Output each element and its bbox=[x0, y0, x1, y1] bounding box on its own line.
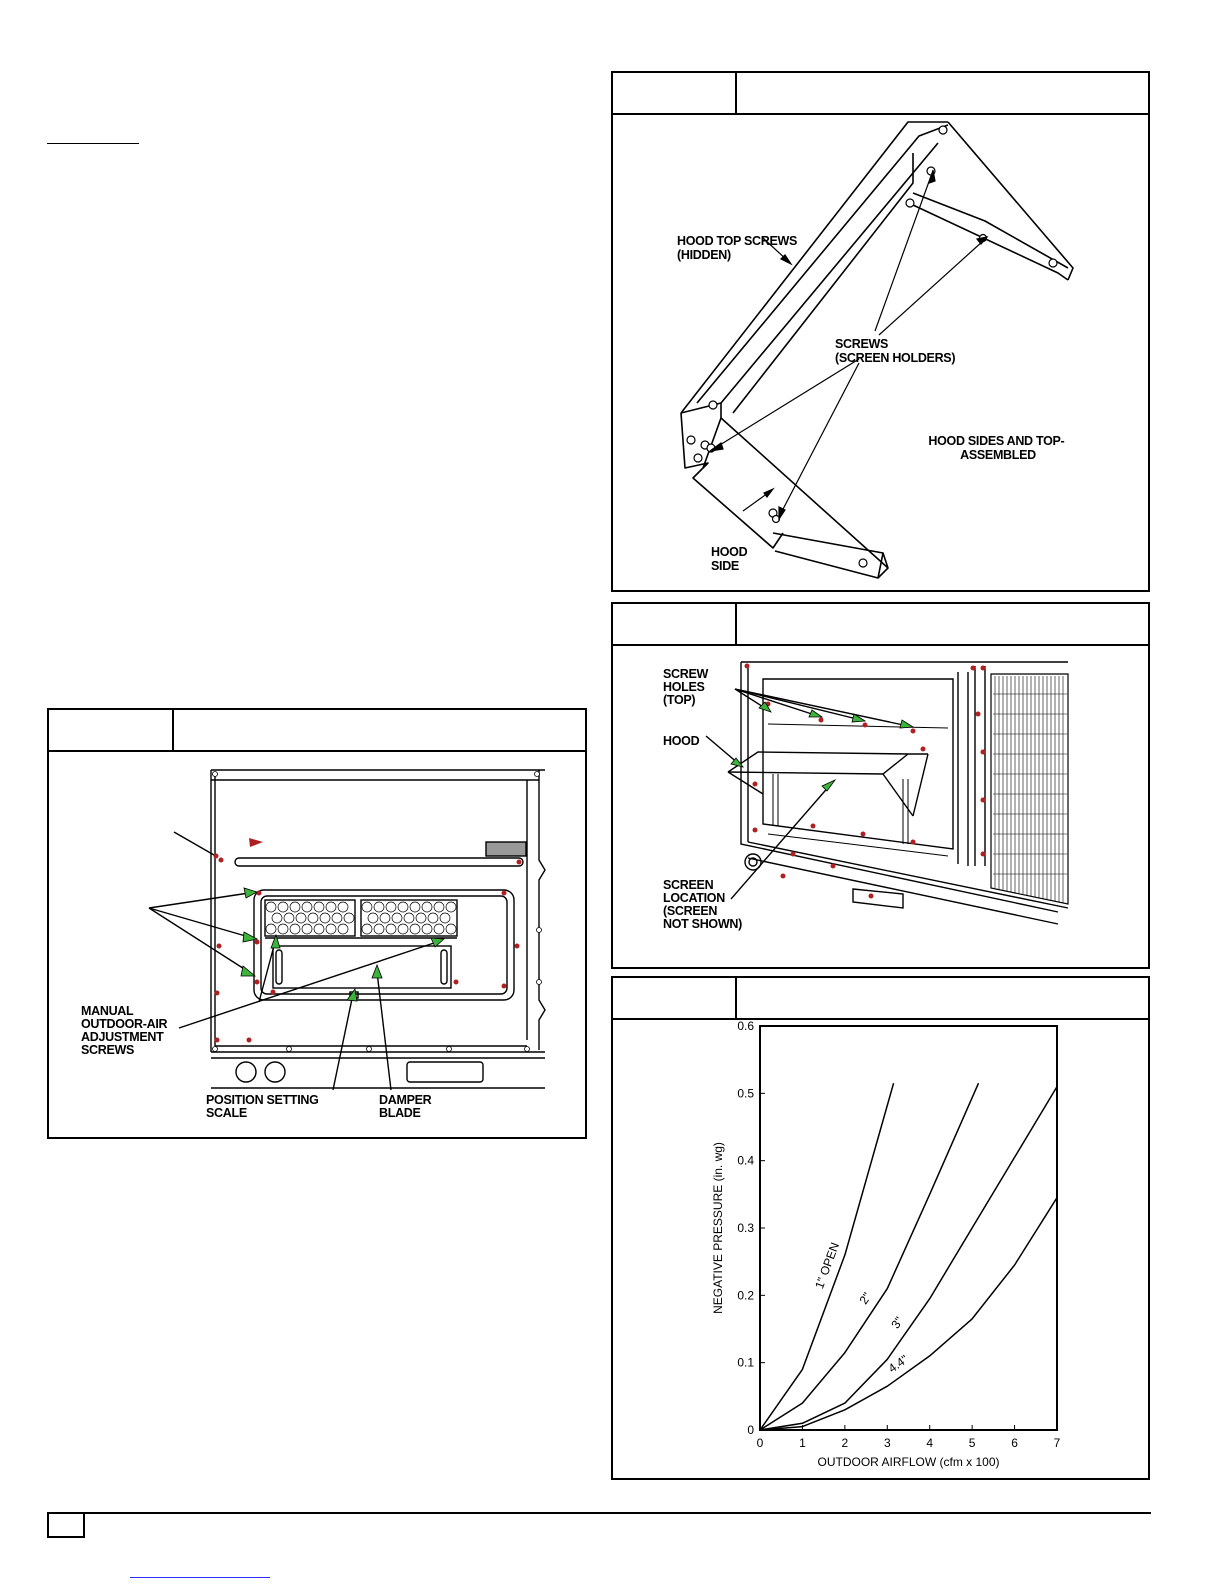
label-screw-holes-top: SCREW HOLES (TOP) bbox=[663, 667, 711, 707]
y-tick-label: 0.1 bbox=[737, 1356, 754, 1370]
series-line-1 bbox=[759, 1082, 895, 1431]
chart-plot-frame bbox=[759, 1025, 1058, 1431]
x-tick-label: 2 bbox=[842, 1436, 849, 1450]
figure-header bbox=[613, 73, 1148, 115]
figure-number-cell bbox=[613, 978, 737, 1018]
figure-header bbox=[49, 710, 585, 752]
series-line-4 bbox=[759, 1197, 1058, 1431]
figure-number-cell bbox=[613, 604, 737, 644]
series-line-2 bbox=[759, 1082, 980, 1431]
chart-x-axis-label: OUTDOOR AIRFLOW (cfm x 100) bbox=[817, 1455, 999, 1469]
screen-location-drawing: SCREW HOLES (TOP) HOOD SCREEN LOCATION (… bbox=[663, 661, 1069, 931]
x-tick-label: 0 bbox=[757, 1436, 764, 1450]
y-tick-label: 0 bbox=[747, 1423, 754, 1437]
x-tick-label: 3 bbox=[884, 1436, 891, 1450]
figure-hood-assembly: HOOD TOP SCREWS (HIDDEN) SCREWS (SCREEN … bbox=[611, 71, 1150, 592]
label-hood: HOOD bbox=[663, 734, 700, 748]
label-position-setting-scale: POSITION SETTING SCALE bbox=[206, 1093, 322, 1120]
y-tick-label: 0.3 bbox=[737, 1221, 754, 1235]
footer-link-underline[interactable] bbox=[130, 1577, 270, 1578]
damper-drawing: MANUAL OUTDOOR-AIR ADJUSTMENT SCREWS POS… bbox=[81, 769, 546, 1120]
y-tick-label: 0.4 bbox=[737, 1154, 754, 1168]
section-heading-underline bbox=[47, 143, 139, 144]
label-screen-holder-screws: SCREWS (SCREEN HOLDERS) bbox=[835, 337, 955, 365]
x-tick-label: 5 bbox=[969, 1436, 976, 1450]
figure-number-cell bbox=[613, 73, 737, 113]
figure-screen-location: SCREW HOLES (TOP) HOOD SCREEN LOCATION (… bbox=[611, 602, 1150, 969]
series-line-3 bbox=[759, 1086, 1058, 1431]
curve-label-1: 1" OPEN bbox=[812, 1241, 842, 1291]
y-tick-label: 0.2 bbox=[737, 1288, 754, 1302]
figure-number-cell bbox=[49, 710, 174, 750]
y-tick-label: 0.6 bbox=[737, 1019, 754, 1033]
label-hood-assembled: HOOD SIDES AND TOP- ASSEMBLED bbox=[928, 434, 1067, 462]
x-tick-label: 7 bbox=[1054, 1436, 1061, 1450]
x-tick-label: 6 bbox=[1011, 1436, 1018, 1450]
label-screen-location: SCREEN LOCATION (SCREEN NOT SHOWN) bbox=[663, 878, 742, 931]
label-manual-adjustment-screws: MANUAL OUTDOOR-AIR ADJUSTMENT SCREWS bbox=[81, 1004, 170, 1057]
page-number-box bbox=[47, 1512, 85, 1538]
footer-rule bbox=[47, 1512, 1151, 1514]
figure-damper-adjustment: MANUAL OUTDOOR-AIR ADJUSTMENT SCREWS POS… bbox=[47, 708, 587, 1139]
x-tick-label: 4 bbox=[926, 1436, 933, 1450]
curve-label-3: 3" bbox=[888, 1314, 906, 1331]
x-tick-label: 1 bbox=[799, 1436, 806, 1450]
label-hood-top-screws: HOOD TOP SCREWS (HIDDEN) bbox=[677, 234, 800, 262]
y-tick-label: 0.5 bbox=[737, 1086, 754, 1100]
figure-header bbox=[613, 978, 1148, 1020]
figure-header bbox=[613, 604, 1148, 646]
chart-y-axis-label: NEGATIVE PRESSURE (in. wg) bbox=[711, 1142, 725, 1314]
curve-label-2: 2" bbox=[856, 1290, 874, 1307]
label-damper-blade: DAMPER BLADE bbox=[379, 1093, 435, 1120]
label-hood-side: HOOD SIDE bbox=[711, 545, 751, 573]
hood-assembly-drawing: HOOD TOP SCREWS (HIDDEN) SCREWS (SCREEN … bbox=[677, 121, 1074, 579]
